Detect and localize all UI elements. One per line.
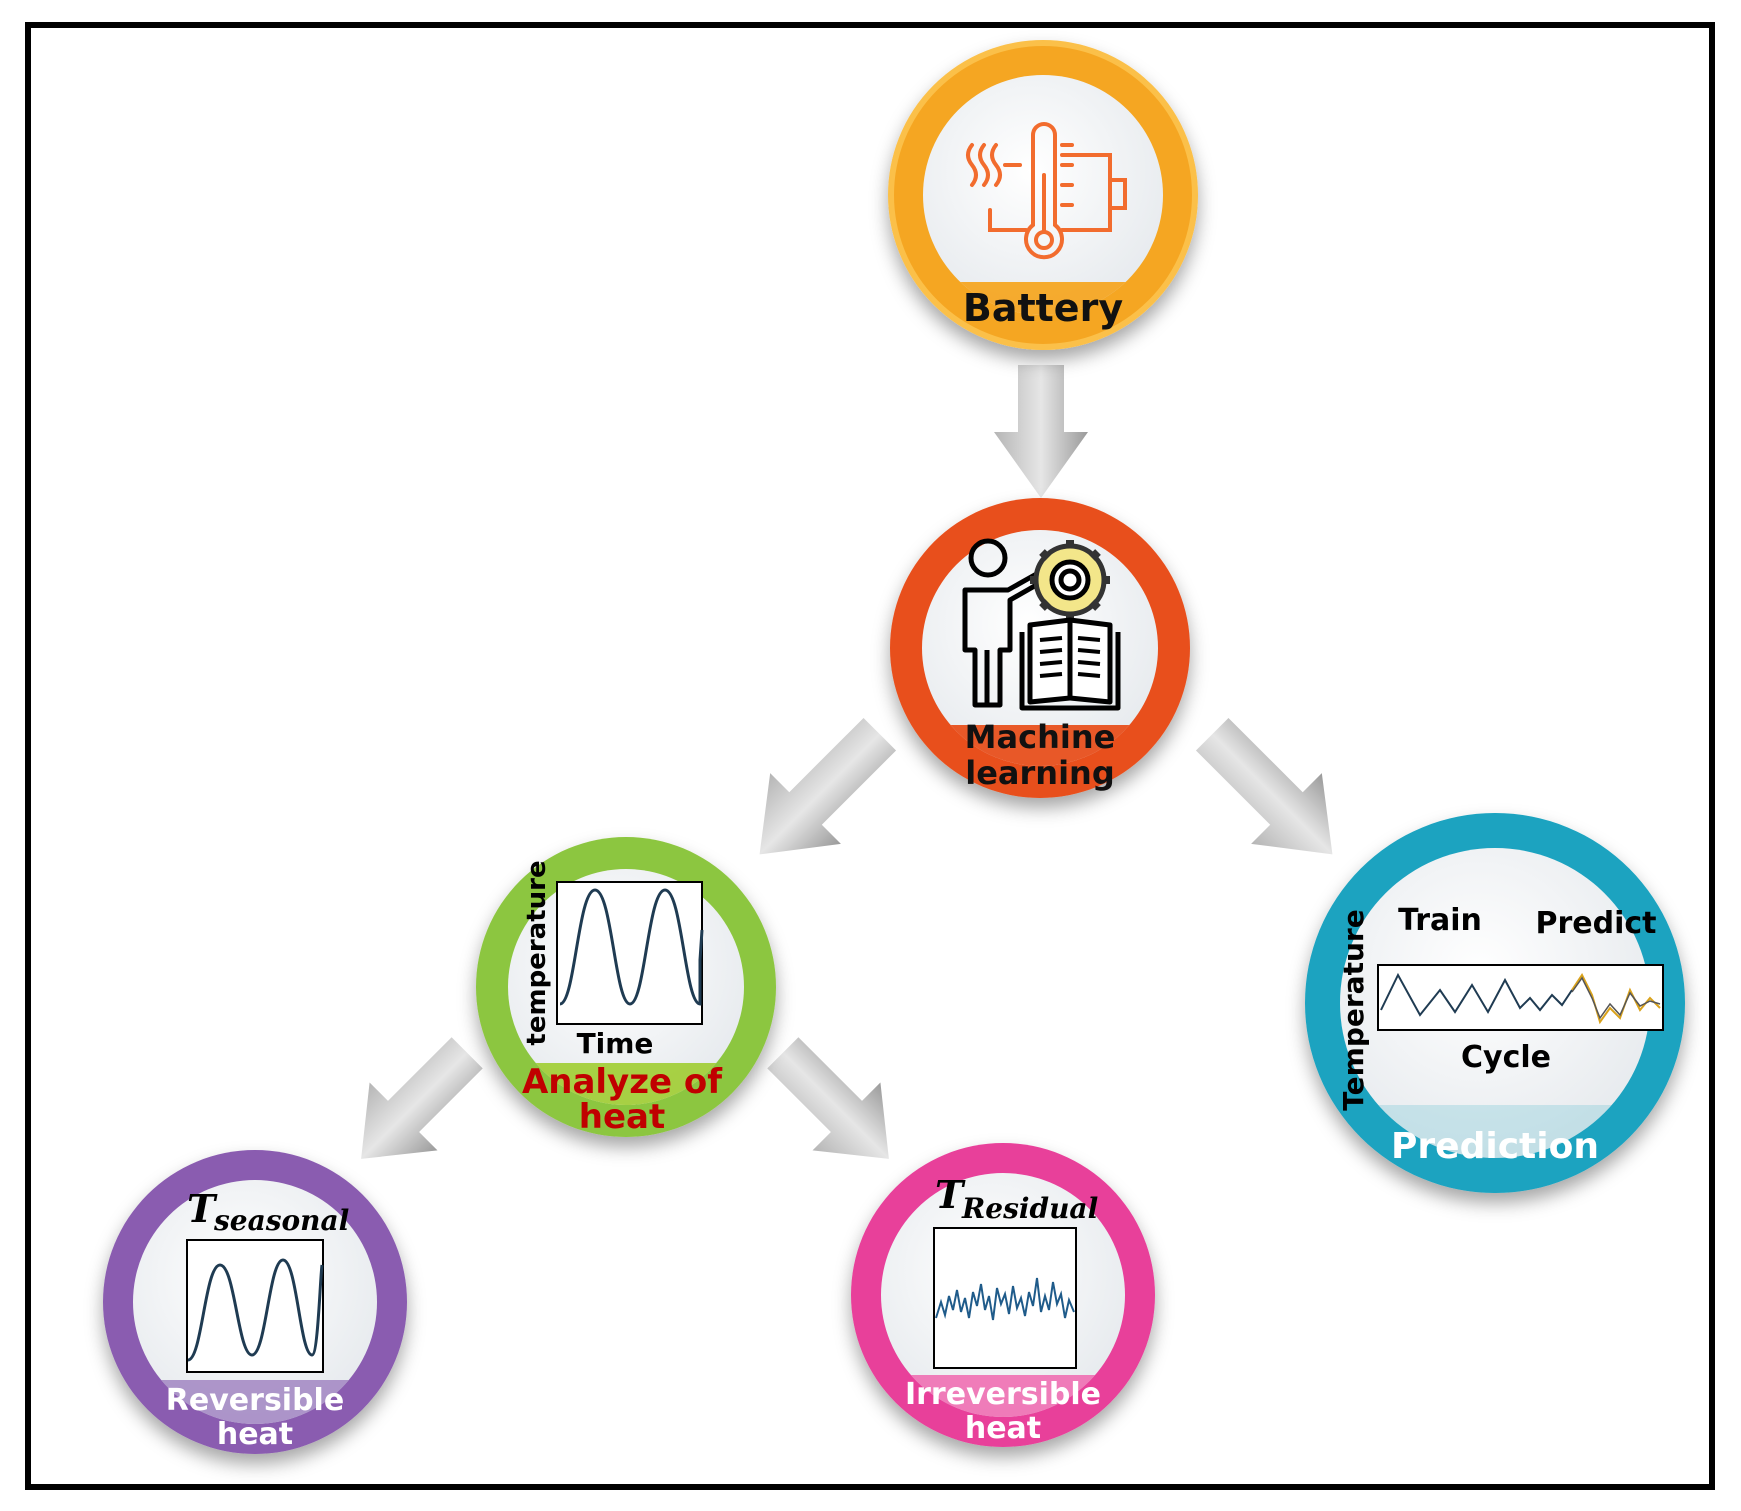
- arrow-analyze-to-reversible: [361, 1037, 483, 1159]
- residual-mini-chart: [933, 1227, 1077, 1369]
- arrow-ml-to-analyze: [759, 717, 897, 855]
- arrow-ml-to-prediction: [1195, 717, 1333, 855]
- prediction-train-label: Train: [1398, 903, 1482, 938]
- irreversible-label-line2: heat: [965, 1411, 1041, 1446]
- arrow-battery-to-ml: [994, 365, 1088, 498]
- person-gear-book-icon: [962, 538, 1121, 711]
- ml-label-line1: Machine: [965, 718, 1116, 756]
- ml-label-line2: learning: [965, 754, 1114, 792]
- analyze-mini-chart: [556, 881, 704, 1025]
- prediction-xlabel: Cycle: [1461, 1040, 1551, 1075]
- prediction-ylabel: Temperature: [1337, 909, 1370, 1110]
- irreversible-symbol: T: [935, 1172, 966, 1217]
- prediction-predict-label: Predict: [1535, 906, 1656, 941]
- analyze-ylabel: temperature: [522, 860, 552, 1045]
- irreversible-subscript: Residual: [961, 1192, 1098, 1225]
- prediction-mini-chart: [1377, 964, 1664, 1031]
- seasonal-mini-chart: [186, 1239, 324, 1373]
- arrow-analyze-to-irreversible: [767, 1037, 889, 1159]
- prediction-label: Prediction: [1391, 1126, 1599, 1167]
- battery-label: Battery: [963, 286, 1123, 330]
- analyze-xlabel: Time: [577, 1027, 654, 1060]
- reversible-symbol: T: [187, 1186, 218, 1231]
- analyze-label-line2: heat: [579, 1097, 665, 1137]
- reversible-label-line1: Reversible: [166, 1383, 344, 1418]
- irreversible-label-line1: Irreversible: [905, 1377, 1101, 1412]
- analyze-label-line1: Analyze of: [522, 1062, 723, 1102]
- reversible-label-line2: heat: [217, 1417, 293, 1452]
- reversible-subscript: seasonal: [213, 1204, 349, 1237]
- battery-thermometer-icon: [966, 122, 1127, 260]
